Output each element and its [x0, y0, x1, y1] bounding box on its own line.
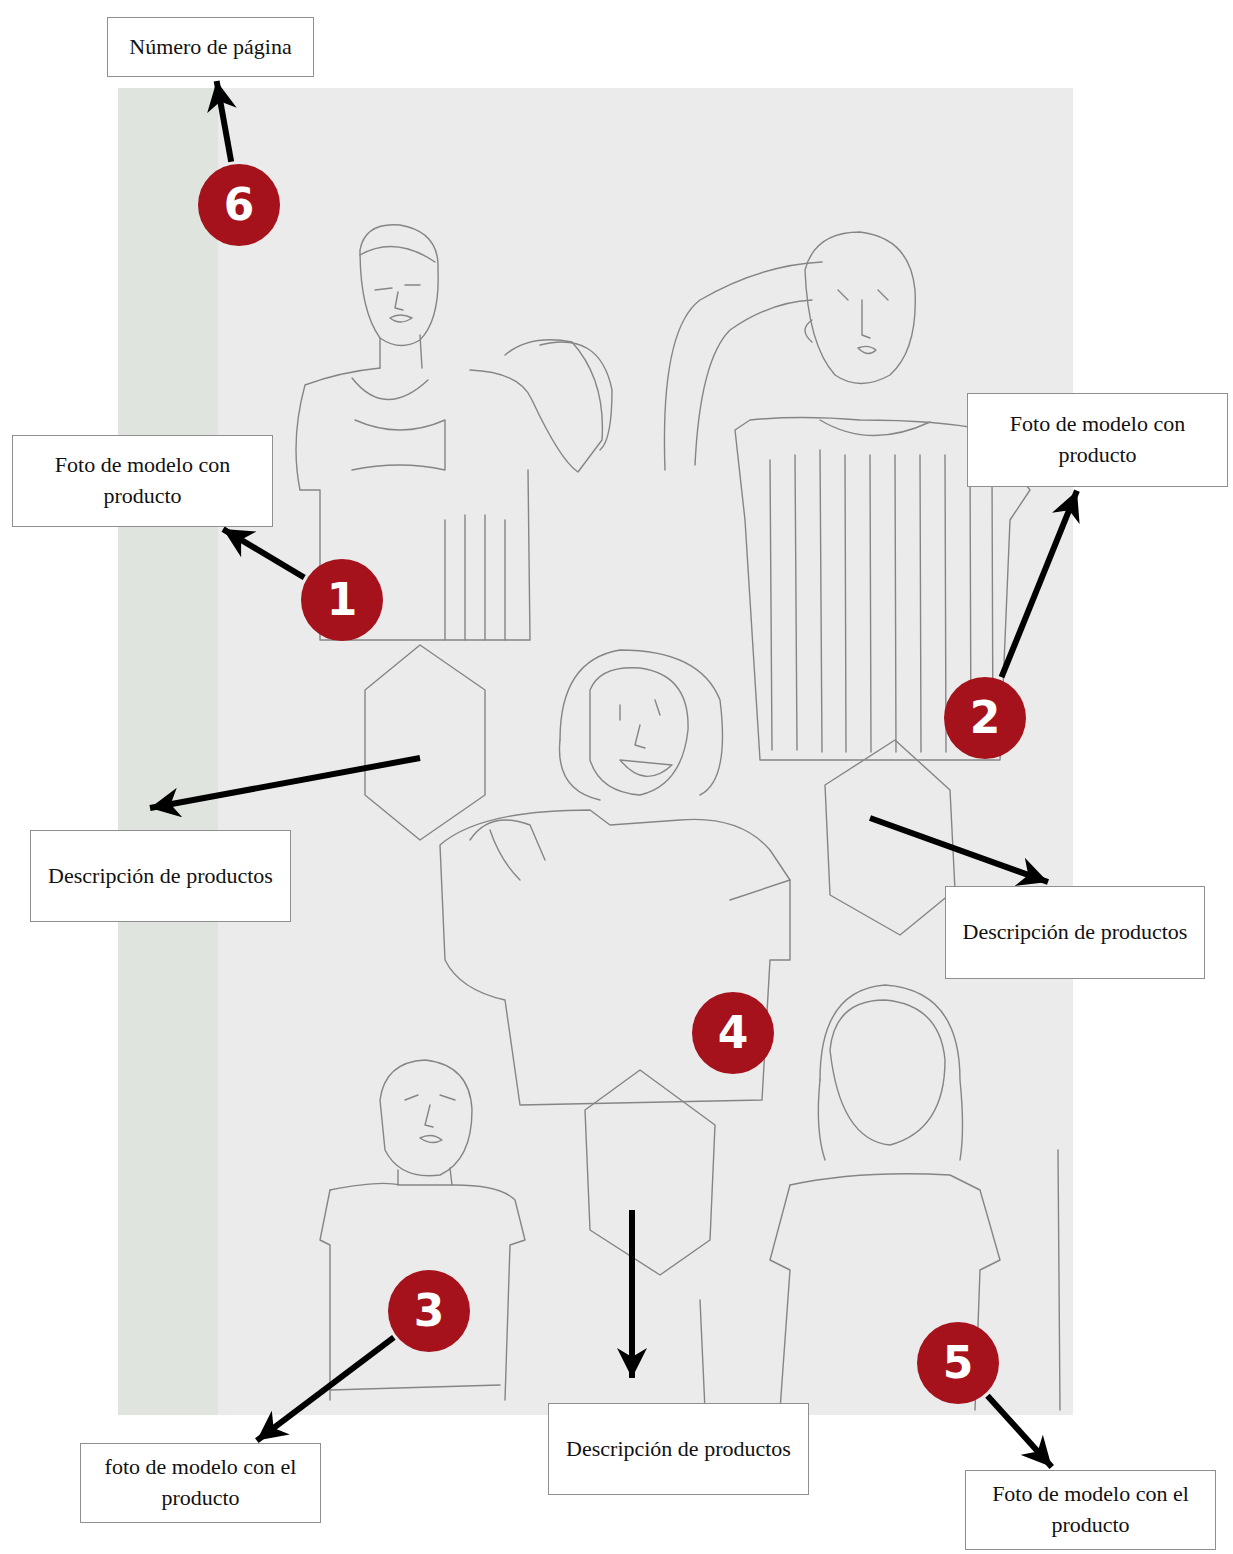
callout-circle: 5 — [916, 1321, 1000, 1405]
leader-arrow — [150, 758, 420, 808]
node-text: 2 — [970, 696, 1001, 740]
model-figure — [296, 225, 612, 640]
paper-edge — [118, 88, 218, 1415]
node-text: foto de modelo con el producto — [91, 1452, 310, 1514]
annotation-box: foto de modelo con el producto — [80, 1443, 321, 1523]
node-text: Número de página — [129, 32, 292, 63]
node-text: Foto de modelo con producto — [978, 409, 1217, 471]
annotation-box: Descripción de productos — [945, 886, 1205, 979]
callout-disc-fill — [301, 559, 383, 641]
callout-arrow — [223, 529, 304, 577]
callout-circle: 6 — [197, 163, 281, 247]
node-text: 6 — [224, 183, 255, 227]
node-text: 5 — [943, 1341, 974, 1385]
product-hexagon — [365, 645, 485, 840]
callout-circle: 2 — [943, 676, 1027, 760]
node-text: 4 — [718, 1011, 749, 1055]
model-figure — [320, 1060, 525, 1400]
annotation-box: Número de página — [107, 17, 314, 77]
callout-disc-fill — [692, 992, 774, 1074]
callout-circle: 3 — [387, 1269, 471, 1353]
node-text: 1 — [327, 578, 358, 622]
product-hexagon — [825, 740, 955, 935]
node-text: Foto de modelo con producto — [23, 450, 262, 512]
annotation-box: Descripción de productos — [548, 1403, 809, 1495]
node-text: Descripción de productos — [566, 1434, 791, 1465]
paper-sheet — [118, 88, 1073, 1415]
callout-circle: 4 — [691, 991, 775, 1075]
leader-arrow — [870, 818, 1048, 882]
annotation-box: Descripción de productos — [30, 830, 291, 922]
node-text: Foto de modelo con el producto — [976, 1479, 1205, 1541]
leader-arrow — [629, 1210, 635, 1378]
callout-arrow — [1002, 491, 1077, 678]
node-text: Descripción de productos — [48, 861, 273, 892]
pencil-figures — [296, 225, 1060, 1410]
callout-disc-fill — [388, 1270, 470, 1352]
annotation-box: Foto de modelo con el producto — [965, 1470, 1216, 1550]
node-text: 3 — [414, 1289, 445, 1333]
model-figure — [664, 232, 1030, 760]
model-figure — [440, 650, 790, 1105]
callout-circle: 1 — [300, 558, 384, 642]
callout-arrow — [217, 81, 232, 162]
product-hexagon — [585, 1070, 715, 1275]
node-text: Descripción de productos — [963, 917, 1188, 948]
callout-disc-fill — [917, 1322, 999, 1404]
callout-disc-fill — [944, 677, 1026, 759]
callout-arrow — [257, 1337, 394, 1440]
callout-arrow — [987, 1396, 1051, 1467]
annotation-box: Foto de modelo con producto — [12, 435, 273, 527]
annotation-box: Foto de modelo con producto — [967, 393, 1228, 487]
callout-disc-fill — [198, 164, 280, 246]
